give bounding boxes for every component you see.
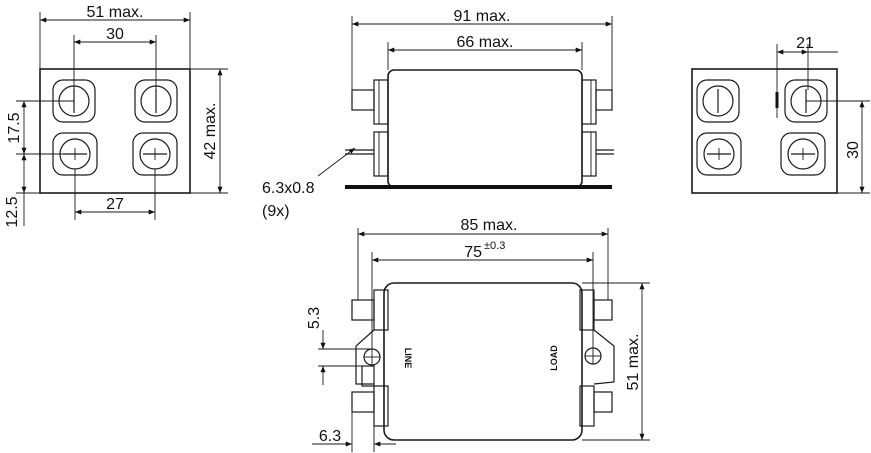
right-height-label: 30 [845,141,862,159]
right-terminal-top-left [696,79,740,123]
front-left-upper-label: 17.5 [6,112,23,143]
side-view-body [387,69,583,188]
front-height-label: 42 max. [202,103,219,160]
side-view: 91 max. 66 max. 6.3x0.8 (9x) [262,8,614,220]
right-view-body [691,68,838,194]
front-bottom-spacing-label: 27 [106,196,124,213]
top-view: LINE LOAD 85 max. 75 ±0.3 51 max. 5.3 6.… [306,217,650,452]
right-offset-label: 21 [796,35,814,52]
right-view: 21 30 [691,35,870,194]
right-terminal-bottom-left [696,132,742,176]
front-width-label: 51 max. [87,4,144,21]
top-width-label: 51 max. [625,334,642,391]
line-side-label: LINE [403,348,413,369]
mount-tolerance-label: ±0.3 [484,240,505,252]
ground-screw-load [584,347,602,365]
front-view: 51 max. 30 27 42 max. 17.5 12.5 [4,4,228,228]
right-terminal-bottom-right [780,132,826,176]
front-left-lower-label: 12.5 [4,196,21,227]
hole-offset-label: 5.3 [306,307,323,329]
side-length-total-label: 91 max. [454,8,511,25]
top-length-total-label: 85 max. [461,217,518,234]
top-view-body [383,282,583,441]
ground-screw-line [363,348,381,366]
front-top-spacing-label: 30 [106,26,124,43]
terminal-count-label: (9x) [262,203,290,220]
load-side-label: LOAD [549,345,559,371]
mount-spacing-label: 75 [464,244,482,261]
terminal-size-label: 6.3x0.8 [262,180,315,197]
side-length-body-label: 66 max. [457,34,514,51]
tab-width-label: 6.3 [319,428,341,445]
